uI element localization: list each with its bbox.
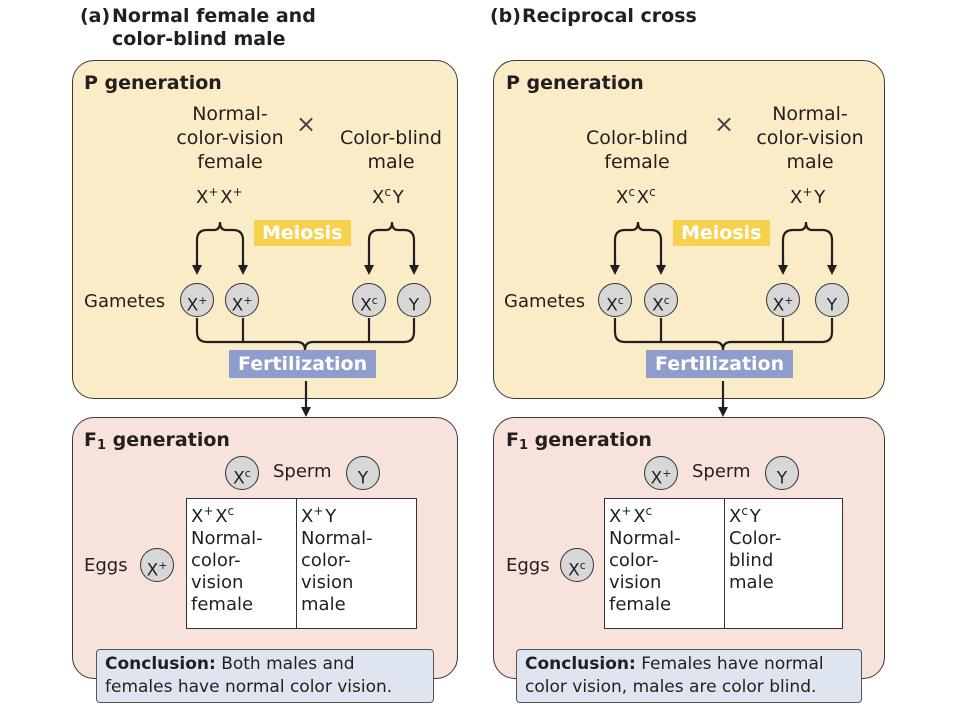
- panel-b-conclusion: Conclusion: Females have normal color vi…: [516, 649, 862, 703]
- panel-b-left-genotype: Xc Xc: [616, 185, 656, 208]
- panel-b-title: (b)Reciprocal cross: [490, 5, 697, 28]
- panel-a-conclusion-line2: females have normal color vision.: [105, 677, 393, 697]
- panel-a-right-parent: Color-blind male: [326, 126, 456, 174]
- panel-a-right-genotype: Xc Y: [372, 185, 404, 208]
- panel-a-title: (a)Normal female and color-blind male: [80, 5, 316, 51]
- panel-a-sperm-1: Xc: [225, 456, 259, 490]
- panel-b-left-parent-line2: female: [604, 151, 670, 173]
- panel-b-left-parent-line1: Color-blind: [586, 127, 688, 149]
- panel-a-letter: (a): [80, 5, 111, 27]
- panel-a-p-heading: P generation: [84, 72, 222, 94]
- panel-a-cross-symbol: ×: [296, 110, 317, 138]
- panel-b-right-parent: Normal- color-vision male: [740, 102, 880, 174]
- panel-b-fertilization-bracket: [613, 318, 834, 351]
- panel-b-gametes-label: Gametes: [504, 291, 586, 312]
- panel-a-conclusion-line1: Both males and: [215, 654, 355, 674]
- panel-a-conclusion-lead: Conclusion:: [105, 654, 216, 674]
- panel-a-meiosis-bracket-left: [195, 221, 245, 268]
- panel-b-gamete-2: Xc: [644, 283, 678, 317]
- panel-b-cross-symbol: ×: [714, 110, 735, 138]
- panel-b-fertilization-label: Fertilization: [646, 350, 794, 378]
- panel-b-sperm-label: Sperm: [692, 461, 751, 482]
- panel-b-p-heading: P generation: [506, 72, 644, 94]
- panel-b-sperm-2: Y: [765, 456, 799, 490]
- panel-a-title-line1: Normal female and: [112, 5, 316, 27]
- panel-a-punnett-square: X+ Xc Normal- color- vision female X+ Y …: [186, 498, 417, 629]
- panel-b-cell-2: Xc Y Color- blind male: [724, 498, 843, 629]
- panel-a-right-parent-line2: male: [367, 151, 415, 173]
- panel-b-cell-1: X+ Xc Normal- color- vision female: [604, 498, 725, 629]
- panel-b-right-parent-line1: Normal-: [772, 103, 848, 125]
- panel-b-right-parent-line2: color-vision: [756, 127, 864, 149]
- panel-b-gamete-1: Xc: [598, 283, 632, 317]
- panel-a-fertilization-label: Fertilization: [229, 350, 377, 378]
- panel-b-egg: Xc: [560, 548, 594, 582]
- panel-a-meiosis-bracket-right: [367, 221, 416, 268]
- panel-a-gamete-4: Y: [397, 283, 431, 317]
- panel-b-punnett-square: X+ Xc Normal- color- vision female Xc Y …: [604, 498, 843, 629]
- panel-b-title-line1: Reciprocal cross: [522, 5, 697, 27]
- panel-b-meiosis-bracket-right: [781, 221, 834, 268]
- panel-a-egg: X+: [140, 548, 174, 582]
- panel-b-right-genotype: X+ Y: [790, 185, 826, 208]
- panel-b-meiosis-bracket-left: [613, 221, 663, 268]
- panel-b-letter: (b): [490, 5, 521, 27]
- panel-a-left-parent-line2: color-vision: [176, 127, 284, 149]
- panel-a-cell-2: X+ Y Normal- color- vision male: [296, 498, 417, 629]
- panel-a-left-genotype: X+ X+: [196, 185, 243, 208]
- panel-a-gamete-2: X+: [225, 283, 259, 317]
- panel-b-gamete-3: X+: [766, 283, 800, 317]
- panel-a-left-parent-line3: female: [197, 151, 263, 173]
- panel-b-conclusion-line2: color vision, males are color blind.: [525, 677, 817, 697]
- panel-b-left-parent: Color-blind female: [572, 126, 702, 174]
- panel-b-conclusion-lead: Conclusion:: [525, 654, 636, 674]
- panel-b-gamete-4: Y: [815, 283, 849, 317]
- panel-b-meiosis-label: Meiosis: [673, 220, 770, 246]
- panel-a-gamete-1: X+: [180, 283, 214, 317]
- panel-b-f1-heading: F1 generation: [506, 429, 652, 453]
- panel-a-left-parent: Normal- color-vision female: [160, 102, 300, 174]
- panel-b-right-parent-line3: male: [786, 151, 834, 173]
- panel-a-right-parent-line1: Color-blind: [340, 127, 442, 149]
- panel-b-sperm-1: X+: [644, 456, 678, 490]
- panel-a-title-line2: color-blind male: [112, 28, 286, 50]
- panel-a-sperm-2: Y: [346, 456, 380, 490]
- panel-a-conclusion: Conclusion: Both males and females have …: [96, 649, 434, 703]
- panel-a-gametes-label: Gametes: [84, 291, 166, 312]
- panel-a-eggs-label: Eggs: [84, 555, 128, 576]
- panel-b-eggs-label: Eggs: [506, 555, 550, 576]
- panel-a-left-parent-line1: Normal-: [192, 103, 268, 125]
- panel-a-f1-heading: F1 generation: [84, 429, 230, 453]
- panel-b-conclusion-line1: Females have normal: [635, 654, 824, 674]
- panel-a-fertilization-bracket: [195, 318, 416, 351]
- panel-a-meiosis-label: Meiosis: [254, 220, 351, 246]
- panel-a-gamete-3: Xc: [352, 283, 386, 317]
- panel-a-sperm-label: Sperm: [273, 461, 332, 482]
